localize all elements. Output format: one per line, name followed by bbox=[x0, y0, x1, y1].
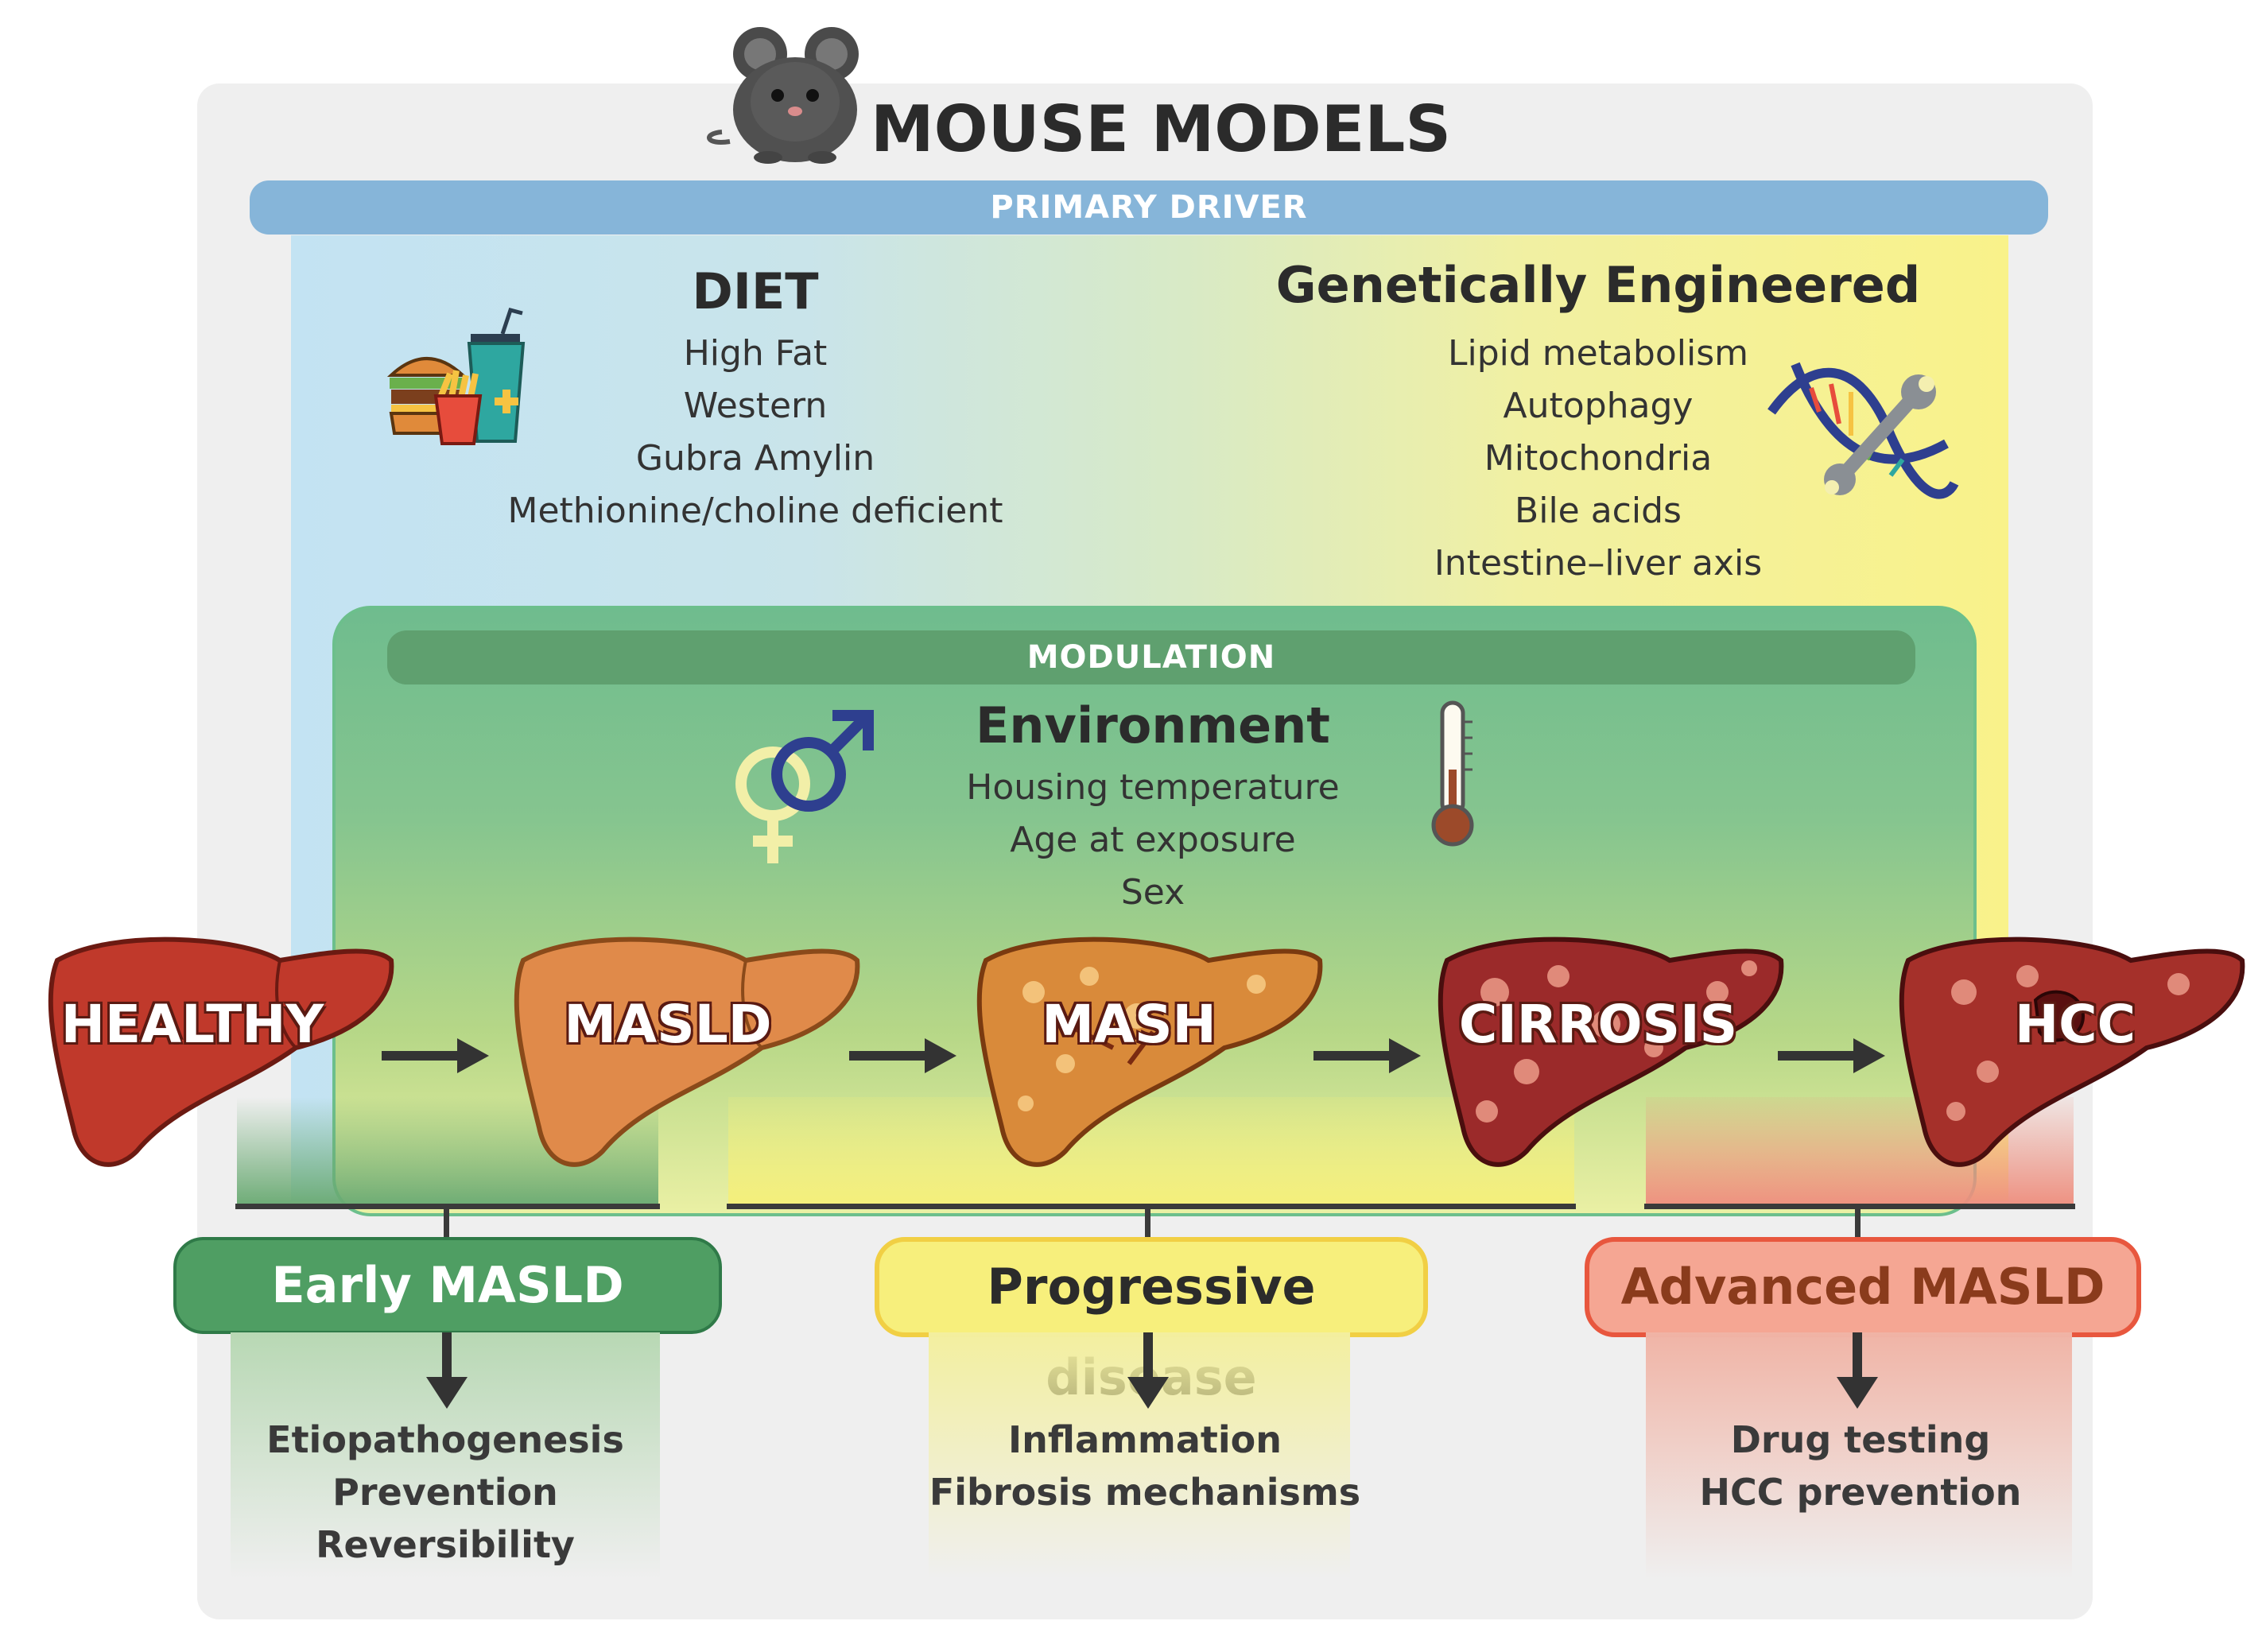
down-arrow-icon bbox=[426, 1332, 468, 1409]
stage-label-healthy: HEALTHY bbox=[60, 994, 324, 1055]
early-masld-pill: Early MASLD bbox=[173, 1237, 722, 1334]
right-arrow-icon bbox=[1778, 1038, 1885, 1073]
diet-item: Gubra Amylin bbox=[635, 438, 875, 479]
outcome-item: Etiopathogenesis bbox=[266, 1418, 624, 1461]
stage-label-cirrosis: CIRROSIS bbox=[1458, 994, 1738, 1055]
gender-symbols-icon bbox=[735, 710, 874, 863]
progressive-bracket-line bbox=[727, 1204, 1576, 1209]
fast-food-icon bbox=[386, 307, 526, 445]
liver-icon bbox=[976, 937, 1323, 1167]
stage-label-hcc: HCC bbox=[2014, 994, 2136, 1055]
stage-label-mash: MASH bbox=[1042, 994, 1216, 1055]
genetic-title: Genetically Engineered bbox=[1275, 256, 1921, 314]
outcome-item: Inflammation bbox=[1007, 1418, 1282, 1461]
diet-title: DIET bbox=[692, 262, 819, 320]
outcome-item: HCC prevention bbox=[1699, 1471, 2022, 1514]
stage-label-masld: MASLD bbox=[564, 994, 772, 1055]
progressive-outcomes-area bbox=[929, 1332, 1350, 1579]
liver-icon bbox=[1899, 937, 2245, 1167]
outcome-item: Fibrosis mechanisms bbox=[929, 1471, 1361, 1514]
genetic-item: Bile acids bbox=[1515, 491, 1682, 531]
mouse-icon bbox=[707, 27, 859, 164]
primary-driver-bar: PRIMARY DRIVER bbox=[250, 180, 2048, 235]
liver-icon bbox=[514, 937, 860, 1167]
early-bracket-stem bbox=[444, 1204, 449, 1239]
advanced-outcomes-list: Drug testing HCC prevention bbox=[1638, 1414, 2083, 1518]
diet-item: High Fat bbox=[683, 333, 828, 374]
progressive-outcomes-list: Inflammation Fibrosis mechanisms bbox=[914, 1414, 1376, 1518]
progressive-disease-band bbox=[728, 1097, 1574, 1208]
environment-title: Environment bbox=[976, 696, 1330, 754]
advanced-masld-pill: Advanced MASLD bbox=[1585, 1237, 2141, 1337]
page-title: MOUSE MODELS bbox=[871, 92, 1451, 166]
outcome-item: Drug testing bbox=[1730, 1418, 1991, 1461]
genetic-item: Lipid metabolism bbox=[1447, 333, 1749, 374]
diet-item: Western bbox=[683, 386, 828, 426]
progressive-disease-pill: Progressive disease bbox=[875, 1237, 1428, 1406]
environment-list: Housing temperature Age at exposure Sex bbox=[867, 762, 1439, 919]
liver-icon bbox=[1438, 937, 1784, 1167]
environment-item: Housing temperature bbox=[966, 767, 1340, 808]
genetic-item: Mitochondria bbox=[1484, 438, 1713, 479]
outcome-item: Prevention bbox=[332, 1471, 558, 1514]
dna-wrench-icon bbox=[1767, 362, 1959, 499]
liver-icon bbox=[48, 937, 394, 1167]
advanced-bracket-stem bbox=[1855, 1204, 1861, 1239]
right-arrow-icon bbox=[382, 1038, 489, 1073]
diet-list: High Fat Western Gubra Amylin Methionine… bbox=[445, 328, 1065, 537]
right-arrow-icon bbox=[1313, 1038, 1421, 1073]
diet-item: Methionine/choline deficient bbox=[507, 491, 1003, 531]
right-arrow-icon bbox=[849, 1038, 956, 1073]
early-outcomes-list: Etiopathogenesis Prevention Reversibilit… bbox=[231, 1414, 660, 1571]
outcome-item: Reversibility bbox=[316, 1523, 575, 1566]
progressive-bracket-stem bbox=[1145, 1204, 1150, 1239]
down-arrow-icon bbox=[1127, 1332, 1169, 1409]
environment-item: Age at exposure bbox=[1010, 820, 1296, 860]
thermometer-icon bbox=[1431, 700, 1474, 847]
genetic-item: Autophagy bbox=[1503, 386, 1694, 426]
modulation-bar: MODULATION bbox=[387, 630, 1915, 684]
down-arrow-icon bbox=[1837, 1332, 1878, 1409]
genetic-list: Lipid metabolism Autophagy Mitochondria … bbox=[1312, 328, 1884, 590]
genetic-item: Intestine–liver axis bbox=[1434, 543, 1763, 584]
environment-item: Sex bbox=[1120, 872, 1185, 913]
